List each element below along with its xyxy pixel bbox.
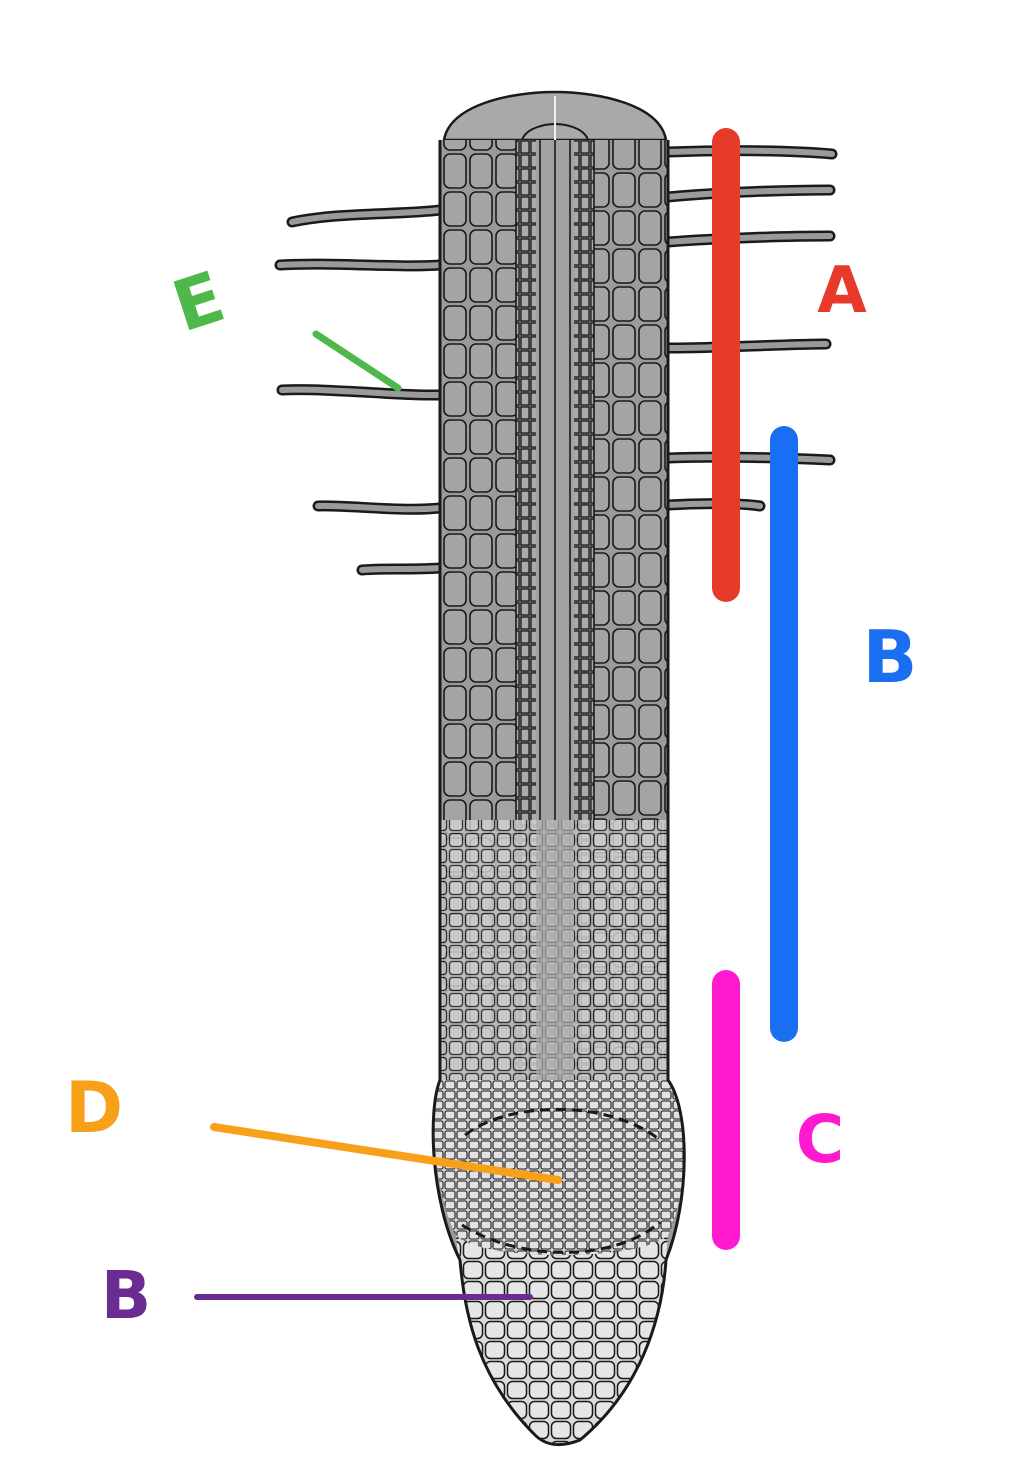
root-outline — [431, 140, 686, 1447]
label-b-pointer: B — [101, 1257, 151, 1334]
label-a: A — [817, 254, 867, 328]
apical-meristem — [434, 1080, 685, 1255]
label-c: C — [796, 1101, 844, 1178]
label-e: E — [163, 256, 234, 349]
label-d: D — [65, 1067, 123, 1149]
pointer-d-line — [210, 1123, 562, 1184]
root-cap — [456, 1235, 668, 1445]
pointer-e-line — [312, 330, 402, 392]
root-body — [433, 140, 685, 1445]
label-b-zone: B — [863, 615, 918, 699]
